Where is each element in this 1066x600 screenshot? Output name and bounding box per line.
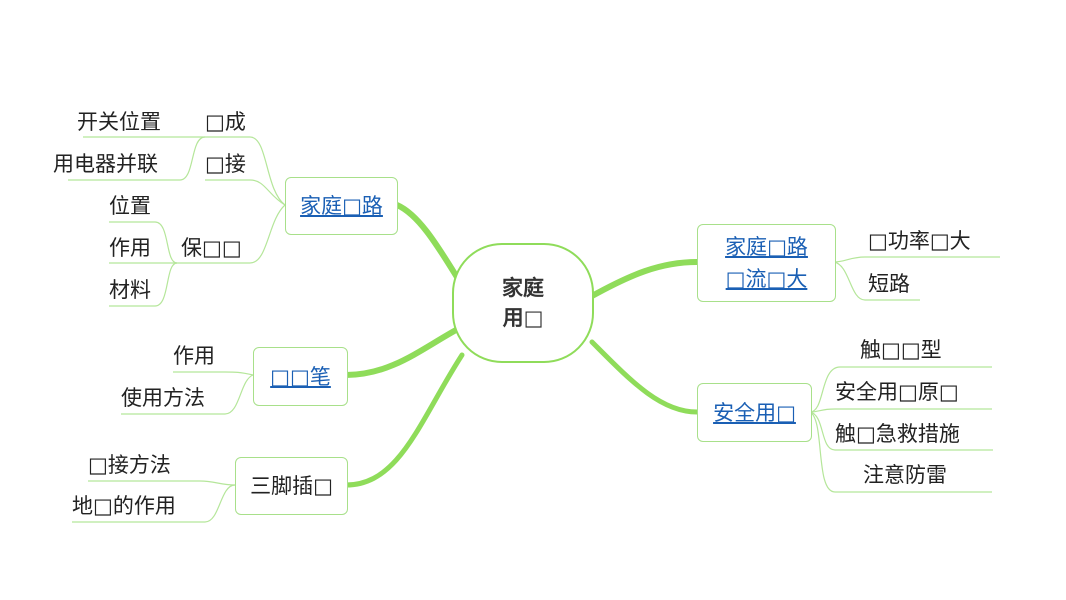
leaf-switch-position[interactable]: 开关位置: [77, 110, 161, 134]
leaf-pen-function[interactable]: 作用: [173, 344, 215, 368]
topic-excess-current-line1[interactable]: 家庭□路: [725, 235, 808, 259]
leaf-total-power[interactable]: □功率□大: [868, 229, 971, 253]
central-topic-line2: 用□: [502, 306, 544, 330]
topic-household-circuit[interactable]: 家庭□路: [285, 177, 398, 235]
topic-excess-current[interactable]: 家庭□路 □流□大: [697, 224, 836, 302]
topic-three-pin-plug[interactable]: 三脚插□: [235, 457, 348, 515]
topic-three-pin-plug-label[interactable]: 三脚插□: [250, 474, 333, 498]
leaf-fuse-material[interactable]: 材料: [109, 278, 151, 302]
leaf-appliances-parallel[interactable]: 用电器并联: [53, 152, 158, 176]
leaf-shock-types[interactable]: 触□□型: [860, 338, 942, 362]
topic-test-pen-label[interactable]: □□笔: [270, 364, 331, 389]
branch-line-safety: [589, 339, 700, 415]
leaf-short-circuit[interactable]: 短路: [868, 272, 910, 296]
branch-line-plug: [343, 352, 465, 488]
leaf-plug-ground[interactable]: 地□的作用: [72, 494, 176, 518]
central-topic[interactable]: 家庭 用□: [452, 243, 594, 363]
leaf-plug-wiring[interactable]: □接方法: [88, 453, 171, 477]
leaf-fuse-position[interactable]: 位置: [109, 194, 151, 218]
leaf-lightning-protection[interactable]: 注意防雷: [863, 463, 947, 487]
branch-line-circuit: [394, 202, 463, 285]
topic-test-pen[interactable]: □□笔: [253, 347, 348, 406]
topic-excess-current-line2[interactable]: □流□大: [725, 267, 808, 291]
subtopic-composition[interactable]: □成: [205, 110, 246, 134]
topic-safety[interactable]: 安全用□: [697, 383, 812, 442]
topic-safety-label[interactable]: 安全用□: [713, 400, 796, 425]
leaf-first-aid[interactable]: 触□急救措施: [835, 422, 960, 446]
subtopic-connection[interactable]: □接: [205, 152, 246, 176]
branch-line-current: [589, 259, 700, 299]
subtopic-fuse[interactable]: 保□□: [181, 236, 242, 260]
central-topic-line1: 家庭: [502, 276, 544, 300]
leaf-pen-usage[interactable]: 使用方法: [121, 386, 205, 410]
branch-line-pen: [343, 327, 459, 378]
leaf-safety-principle[interactable]: 安全用□原□: [835, 380, 959, 404]
leaf-fuse-function[interactable]: 作用: [109, 236, 151, 260]
topic-household-circuit-label[interactable]: 家庭□路: [300, 194, 383, 218]
